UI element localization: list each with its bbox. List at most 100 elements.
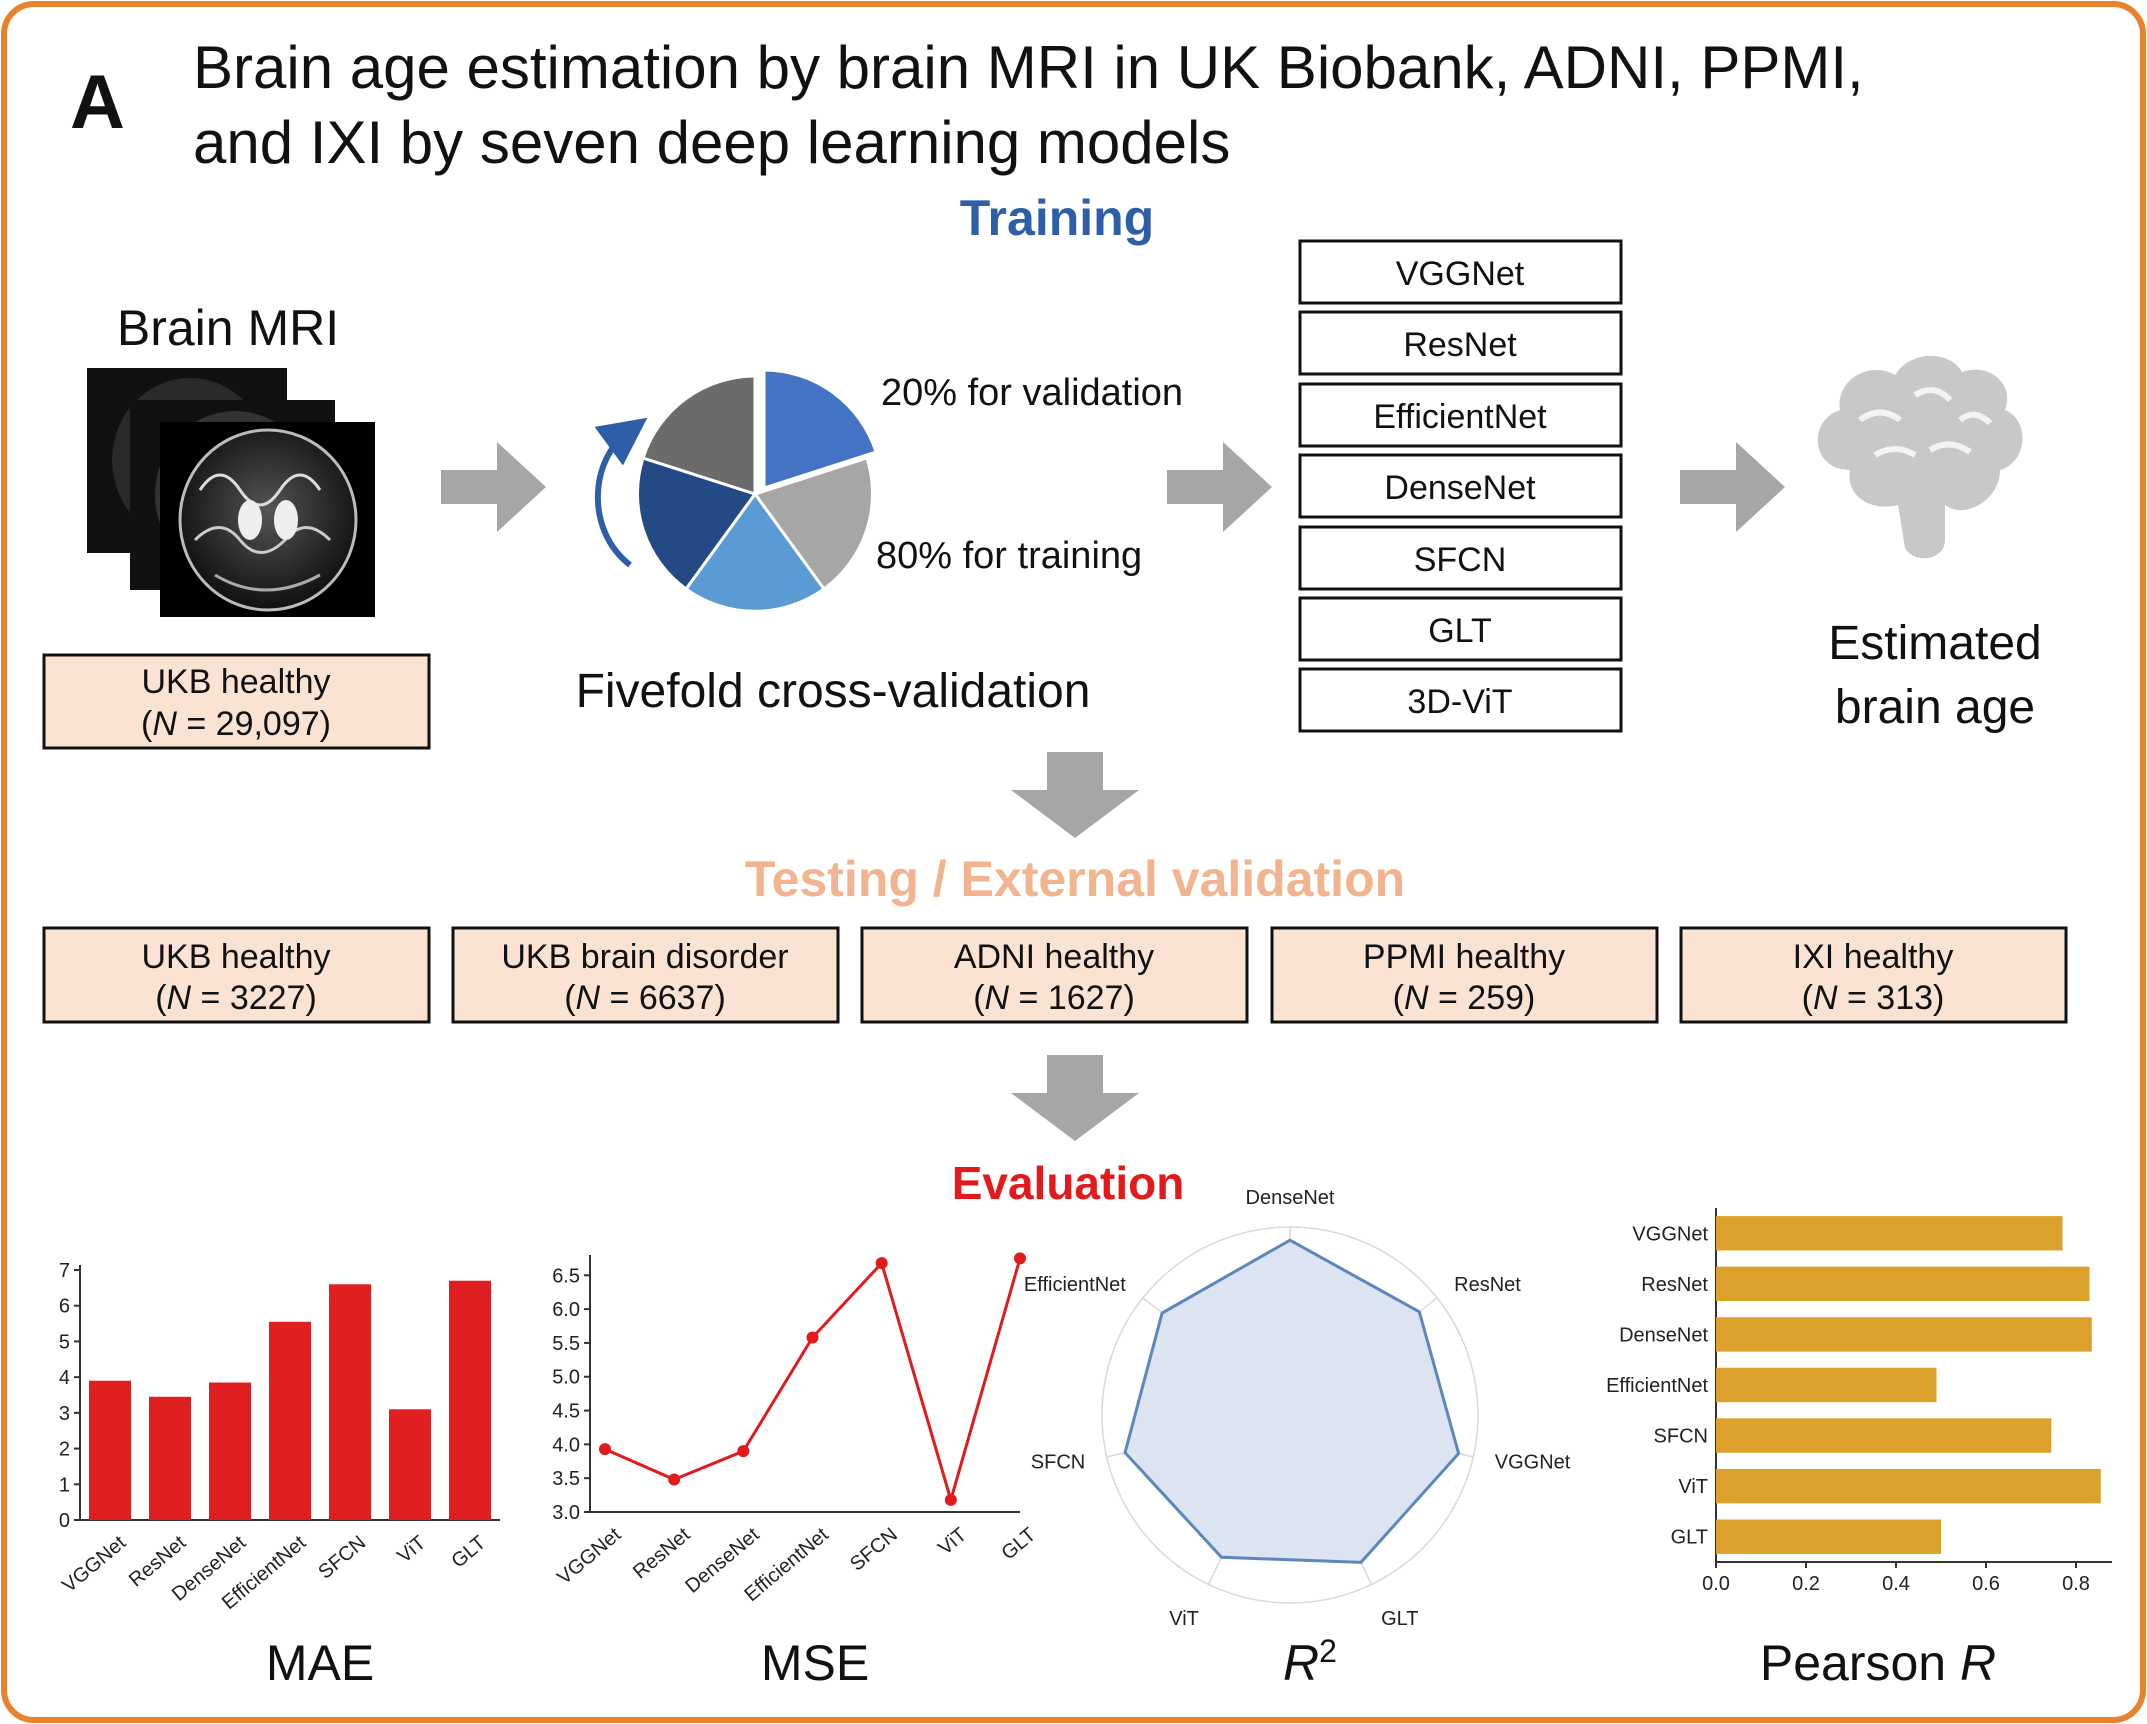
svg-text:(N = 3227): (N = 3227) [155,979,317,1017]
mse-y-tick-label: 3.0 [552,1502,580,1524]
svg-text:(N = 313): (N = 313) [1802,979,1945,1017]
pie-label-validation: 20% for validation [881,372,1183,414]
pearson-label-italic: R [1960,1635,1996,1691]
mae-y-tick-label: 3 [59,1403,70,1425]
testing-heading: Testing / External validation [745,851,1405,907]
pearson-y-tick-label: EfficientNet [1606,1375,1708,1397]
mse-y-tick-label: 5.5 [552,1333,580,1355]
train-cohort-box: UKB healthy (N = 29,097) [42,653,431,750]
pearson-y-tick-label: SFCN [1654,1426,1708,1448]
mse-point [1014,1252,1026,1265]
train-box-n-label: N [152,705,177,743]
test-box-n-label: N [1813,979,1838,1017]
pearson-x-tick-label: 0.0 [1702,1573,1730,1595]
mse-point [875,1257,888,1270]
cv-pie-chart [594,368,878,613]
pearson-label-prefix: Pearson [1760,1635,1960,1691]
mse-point [599,1443,611,1456]
svg-text:R2: R2 [1283,1633,1337,1691]
pearson-y-tick-label: GLT [1671,1527,1708,1549]
arrow-right-1 [441,442,546,532]
pearson-bar [1716,1468,2101,1504]
test-box-n-label: N [576,979,601,1017]
svg-text:(N = 6637): (N = 6637) [564,979,726,1017]
svg-text:(N = 1627): (N = 1627) [973,979,1135,1017]
r2-axis-label: EfficientNet [1024,1274,1126,1296]
mse-point [806,1331,819,1344]
pearson-x-tick-label: 0.8 [2062,1573,2090,1595]
test-box-n-label: N [985,979,1010,1017]
pearson-x-tick-label: 0.6 [1972,1573,2000,1595]
arrow-right-2 [1167,442,1272,532]
pearson-x-tick-label: 0.2 [1792,1573,1820,1595]
mae-bar [329,1284,371,1520]
arrow-down-1 [1011,752,1139,838]
pearson-bar [1716,1266,2090,1302]
r2-axis-label: VGGNet [1495,1452,1571,1474]
r2-axis-label: ResNet [1454,1274,1521,1296]
mae-y-tick-label: 1 [59,1474,70,1496]
mse-y-tick-label: 4.5 [552,1401,580,1423]
test-box-n-value: = 3227 [191,979,305,1017]
mae-bar [149,1396,191,1520]
test-box-n-value: = 1627 [1009,979,1123,1017]
mse-point [944,1493,957,1506]
model-label: EfficientNet [1373,398,1547,436]
svg-text:(N = 259): (N = 259) [1393,979,1536,1017]
test-box-n-value: = 259 [1429,979,1524,1017]
r2-axis-label: ViT [1169,1608,1199,1630]
test-box-n-label: N [167,979,192,1017]
test-box-line1: IXI healthy [1793,938,1954,976]
mri-label: Brain MRI [117,300,339,356]
model-label: SFCN [1414,541,1507,579]
training-heading: Training [960,190,1154,246]
svg-text:Pearson R: Pearson R [1760,1635,1996,1691]
pie-slice-gray-light [752,456,874,592]
pearson-y-tick-label: DenseNet [1619,1324,1708,1346]
train-box-line1: UKB healthy [142,663,331,701]
mse-y-tick-label: 3.5 [552,1468,580,1490]
pearson-y-tick-label: VGGNet [1632,1223,1708,1245]
mse-point [737,1445,750,1458]
evaluation-heading: Evaluation [952,1157,1185,1209]
mae-y-tick-label: 7 [59,1260,70,1282]
pearson-bar [1716,1519,1941,1554]
mae-bar [449,1280,491,1520]
model-label: 3D-ViT [1407,683,1512,721]
pearson-x-tick-label: 0.4 [1882,1573,1910,1595]
r2-area [1123,1238,1461,1564]
mse-y-tick-label: 5.0 [552,1367,580,1389]
arrow-down-2 [1011,1055,1139,1141]
pearson-bar [1716,1317,2092,1352]
pie-label-training: 80% for training [876,535,1142,577]
test-box-n-label: N [1404,979,1429,1017]
test-cohort-boxes: UKB healthy (N = 3227) UKB brain disorde… [42,926,2068,1024]
r2-chart: DenseNetResNetVGGNetGLTViTSFCNEfficientN… [1024,1187,1571,1630]
mae-bar [89,1380,131,1520]
title-line-1: Brain age estimation by brain MRI in UK … [193,34,1864,101]
models-stack: VGGNet ResNet EfficientNet DenseNet SFCN… [1298,239,1623,733]
mse-label: MSE [761,1635,869,1691]
r2-axis-label: DenseNet [1246,1187,1335,1209]
mri-image-stack [87,368,375,617]
mae-bar [389,1409,431,1520]
title-line-2: and IXI by seven deep learning models [193,109,1230,176]
pearson-chart: 0.0 0.2 0.4 0.6 0.8 VGGNetResNetDenseNetEffic… [1606,1208,2112,1595]
panel-letter: A [70,60,125,145]
output-label-line1: Estimated [1828,617,2041,670]
model-label: DenseNet [1384,469,1536,507]
pearson-y-tick-label: ResNet [1641,1274,1708,1296]
r2-axis-label: SFCN [1031,1452,1085,1474]
mae-y-tick-label: 4 [59,1367,70,1389]
mae-y-tick-label: 6 [59,1296,70,1318]
pie-slice-dark-gray [641,374,757,497]
mae-y-tick-label: 5 [59,1331,70,1353]
test-box-n-value: = 313 [1838,979,1933,1017]
mae-bar [269,1321,311,1520]
mse-y-tick-label: 6.0 [552,1299,580,1321]
mse-y-tick-label: 4.0 [552,1434,580,1456]
test-box-line1: UKB brain disorder [501,938,788,976]
cv-label: Fivefold cross-validation [576,665,1091,718]
output-label-line2: brain age [1835,681,2035,734]
